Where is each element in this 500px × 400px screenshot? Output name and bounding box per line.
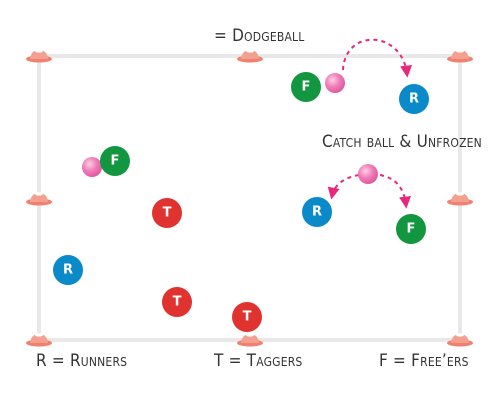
runner-player: R xyxy=(399,84,429,114)
catch-arrow-right xyxy=(379,174,411,209)
svg-text:R: R xyxy=(409,92,419,107)
cone-icon xyxy=(26,49,52,63)
cone-icon xyxy=(237,49,263,63)
svg-text:F: F xyxy=(407,222,416,237)
runner-player: R xyxy=(53,255,83,285)
cones xyxy=(26,49,473,347)
svg-text:R: R xyxy=(312,205,322,220)
field-boundary xyxy=(37,54,462,342)
ball xyxy=(82,157,102,177)
catch-annotation: Catch ball & Unfrozen xyxy=(322,132,482,152)
freer-player: F xyxy=(396,214,426,244)
ball-throw-arrow xyxy=(342,38,413,78)
runner-player: R xyxy=(302,197,332,227)
cone-icon xyxy=(447,49,473,63)
svg-text:F: F xyxy=(111,154,120,169)
catch-arrow-left xyxy=(327,174,360,200)
tagger-player: T xyxy=(152,198,182,228)
tagger-player: T xyxy=(162,287,192,317)
legend-freers: F = Free’ers xyxy=(379,351,469,371)
freer-player: F xyxy=(100,146,130,176)
ball xyxy=(325,73,345,93)
svg-text:T: T xyxy=(163,206,172,221)
cone-icon xyxy=(26,192,52,206)
legend-runners: R = Runners xyxy=(36,351,127,371)
freer-player: F xyxy=(291,72,321,102)
svg-text:R: R xyxy=(63,263,73,278)
diagram-title: = Dodgeball xyxy=(214,26,304,46)
cone-icon xyxy=(447,333,473,347)
tagger-player: T xyxy=(232,302,262,332)
cone-icon xyxy=(237,333,263,347)
svg-text:T: T xyxy=(243,310,252,325)
svg-text:T: T xyxy=(173,295,182,310)
legend-taggers: T = Taggers xyxy=(213,351,303,371)
svg-text:F: F xyxy=(302,80,311,95)
ball xyxy=(358,164,378,184)
cone-icon xyxy=(26,333,52,347)
cone-icon xyxy=(447,192,473,206)
